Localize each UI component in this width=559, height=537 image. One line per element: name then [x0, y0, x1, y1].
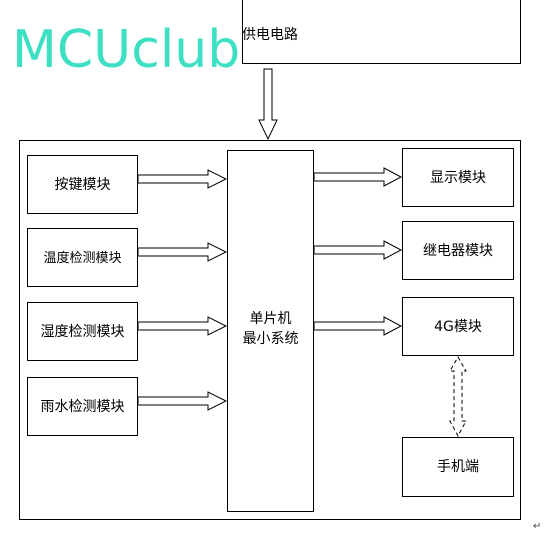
output-module-4g: 4G模块 [402, 297, 514, 356]
phone-terminal-box: 手机端 [402, 437, 514, 497]
watermark-logo: MCUclub [12, 20, 241, 80]
mcu-to-relay-arrow [313, 240, 403, 260]
mcu-box: 单片机 最小系统 [227, 150, 314, 512]
input-module-label: 温度检测模块 [43, 251, 122, 266]
power-to-mcu-arrow [258, 68, 278, 141]
input-module-label: 雨水检测模块 [40, 399, 125, 415]
temperature-to-mcu-arrow [137, 242, 228, 262]
output-module-display: 显示模块 [402, 148, 514, 207]
mcu-label-line1: 单片机 [249, 311, 292, 327]
phone-terminal-label: 手机端 [437, 459, 479, 475]
humidity-to-mcu-arrow [137, 316, 228, 336]
input-module-rain: 雨水检测模块 [27, 377, 138, 436]
keys-to-mcu-arrow [137, 169, 228, 189]
output-module-relay: 继电器模块 [402, 221, 514, 280]
input-module-label: 湿度检测模块 [40, 324, 125, 340]
power-supply-box: 供电电路 [242, 0, 521, 64]
mcu-to-4g-arrow [313, 316, 403, 336]
mcu-label-line2: 最小系统 [242, 331, 299, 347]
paragraph-mark: ↵ [533, 521, 542, 532]
input-module-label: 按键模块 [54, 177, 111, 193]
power-supply-label: 供电电路 [242, 27, 298, 43]
mcu-to-display-arrow [313, 167, 403, 187]
output-module-label: 显示模块 [430, 170, 486, 186]
output-module-label: 4G模块 [434, 319, 482, 335]
input-module-temperature: 温度检测模块 [27, 228, 138, 287]
4g-phone-bidirectional-arrow [449, 355, 467, 438]
rain-to-mcu-arrow [137, 391, 228, 411]
input-module-humidity: 湿度检测模块 [27, 302, 138, 361]
input-module-keys: 按键模块 [27, 155, 138, 214]
output-module-label: 继电器模块 [423, 243, 493, 259]
